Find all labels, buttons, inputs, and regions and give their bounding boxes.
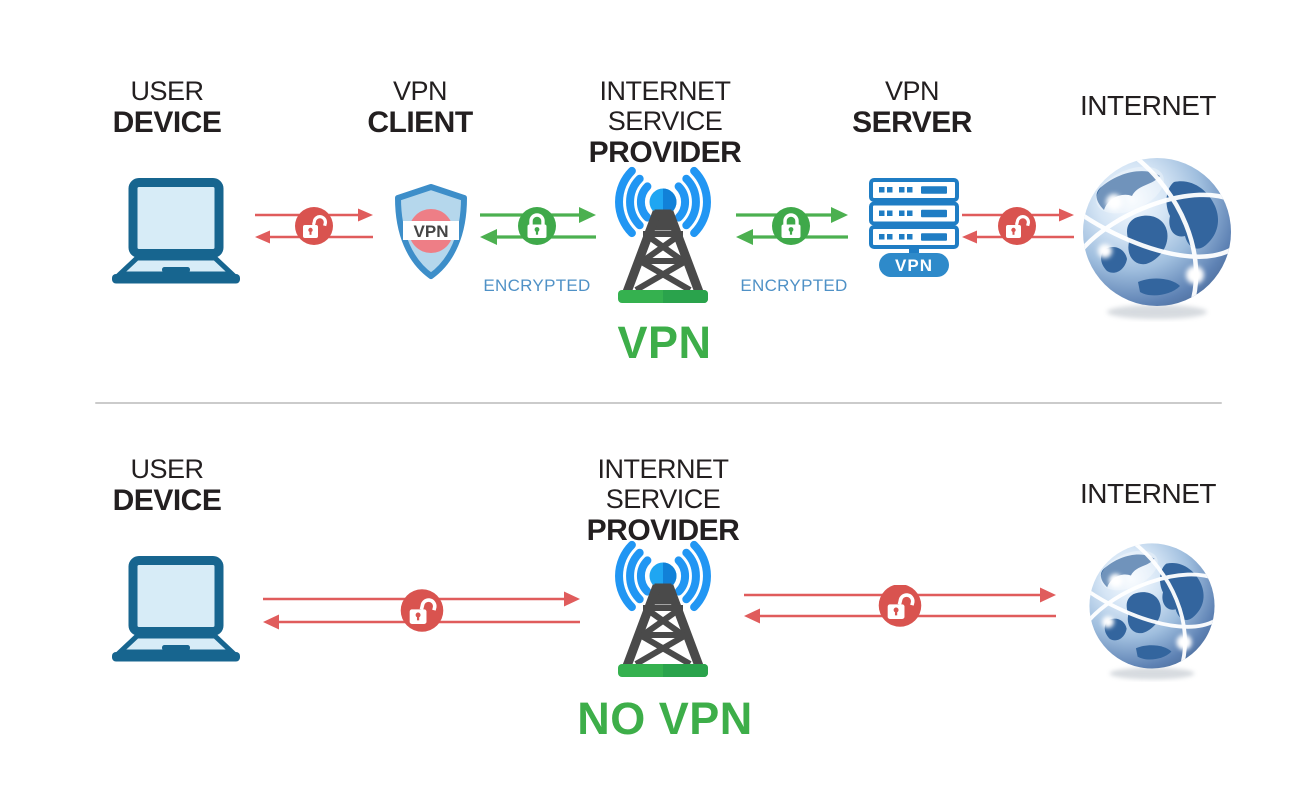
vpn-server-label: VPN SERVER: [812, 76, 1012, 140]
vpn-client-label: VPN CLIENT: [320, 76, 520, 140]
locked-padlock-icon: [770, 205, 812, 247]
unencrypted-link-server-internet: [962, 205, 1074, 247]
arrow-right-icon: [831, 207, 848, 223]
vpn-client-line2: CLIENT: [367, 106, 473, 140]
laptop-icon: [105, 556, 245, 666]
encrypted-label-2: ENCRYPTED: [740, 276, 848, 295]
vpn-server-line2: SERVER: [852, 106, 972, 140]
isp-line1: INTERNET SERVICE: [599, 76, 732, 137]
locked-padlock-icon: [516, 205, 558, 247]
radio-tower-icon: [596, 160, 728, 310]
vpn-caption: VPN: [617, 317, 712, 368]
user-device-label: USER DEVICE: [67, 76, 267, 140]
open-padlock-icon: [398, 588, 446, 634]
encrypted-label-1: ENCRYPTED: [483, 276, 591, 295]
isp-line2: PROVIDER: [586, 514, 740, 548]
internet-label-bottom: INTERNET: [1080, 478, 1217, 509]
isp-line2: PROVIDER: [588, 136, 742, 170]
user-device-line1: USER: [130, 76, 204, 106]
vpn-client-line1: VPN: [392, 76, 448, 106]
user-device-line1: USER: [130, 454, 204, 484]
no-vpn-caption: NO VPN: [577, 693, 753, 744]
isp-line1: INTERNET SERVICE: [597, 454, 730, 515]
server-vpn-badge: VPN: [895, 256, 933, 275]
laptop-icon: [105, 178, 245, 288]
user-device-line2: DEVICE: [112, 106, 222, 140]
arrow-left-icon: [255, 230, 270, 244]
server-rack-icon: VPN: [869, 178, 959, 278]
encrypted-link-isp-server: [736, 205, 848, 247]
vpn-server-line1: VPN: [884, 76, 940, 106]
open-padlock-icon: [876, 585, 924, 629]
globe-icon: [1078, 154, 1236, 322]
arrow-left-icon: [736, 229, 753, 245]
arrow-left-icon: [480, 229, 497, 245]
unencrypted-link-device-isp: [263, 588, 580, 634]
row-divider: [95, 402, 1222, 404]
user-device-label-bottom: USER DEVICE: [67, 454, 267, 518]
arrow-left-icon: [263, 614, 279, 630]
arrow-right-icon: [564, 591, 580, 607]
isp-label: INTERNET SERVICE PROVIDER: [540, 76, 790, 170]
globe-icon: [1085, 540, 1219, 682]
unencrypted-link-device-client: [255, 205, 373, 247]
arrow-right-icon: [358, 208, 373, 222]
user-device-line2: DEVICE: [112, 484, 222, 518]
arrow-left-icon: [744, 608, 760, 624]
arrow-right-icon: [579, 207, 596, 223]
unencrypted-link-isp-internet: [744, 585, 1056, 629]
isp-label-bottom: INTERNET SERVICE PROVIDER: [538, 454, 788, 548]
open-padlock-icon: [293, 205, 335, 247]
arrow-right-icon: [1059, 208, 1074, 222]
arrow-left-icon: [962, 230, 977, 244]
vpn-shield-text: VPN: [414, 222, 449, 241]
vpn-shield-icon: VPN: [389, 184, 473, 280]
internet-label: INTERNET: [1080, 90, 1217, 121]
encrypted-link-client-isp: [480, 205, 596, 247]
radio-tower-icon: [596, 534, 728, 684]
open-padlock-icon: [996, 205, 1038, 247]
arrow-right-icon: [1040, 587, 1056, 603]
